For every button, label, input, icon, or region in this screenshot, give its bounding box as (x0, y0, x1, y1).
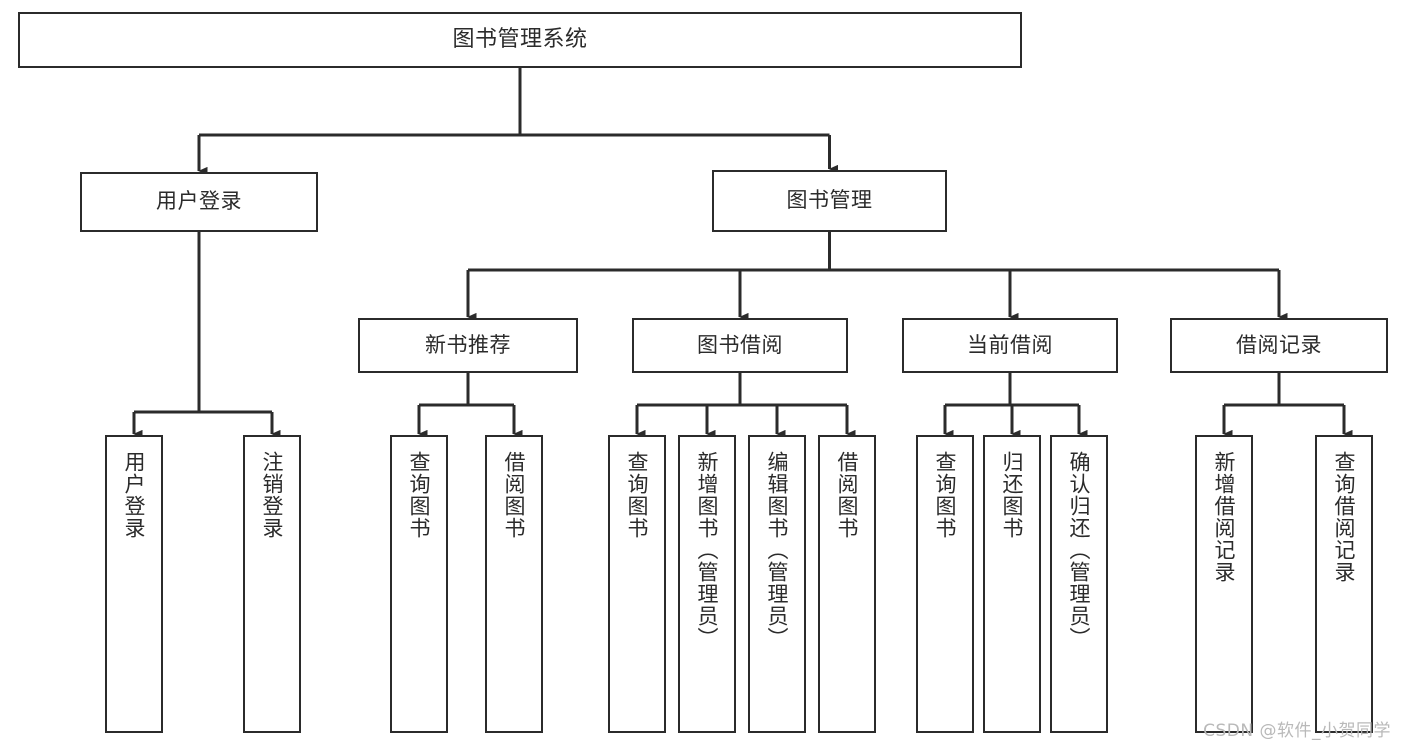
node-label-leaf-book-edit: 编辑图书（管理员） (765, 451, 790, 649)
node-leaf-rec-query2[interactable]: 查询借阅记录 (1315, 435, 1373, 733)
node-label-new-book-rec: 新书推荐 (425, 332, 511, 357)
node-leaf-cur-return[interactable]: 归还图书 (983, 435, 1041, 733)
node-leaf-cur-query[interactable]: 查询图书 (916, 435, 974, 733)
node-label-leaf-rec-borrow: 借阅图书 (502, 451, 527, 539)
node-borrow-record[interactable]: 借阅记录 (1170, 318, 1388, 373)
node-label-leaf-rec-query: 查询图书 (407, 451, 432, 539)
node-label-leaf-rec-query2: 查询借阅记录 (1332, 451, 1357, 583)
node-leaf-book-edit[interactable]: 编辑图书（管理员） (748, 435, 806, 733)
node-book-manage[interactable]: 图书管理 (712, 170, 947, 232)
node-leaf-rec-query[interactable]: 查询图书 (390, 435, 448, 733)
node-root[interactable]: 图书管理系统 (18, 12, 1022, 68)
node-label-borrow-record: 借阅记录 (1236, 332, 1322, 357)
node-user-login[interactable]: 用户登录 (80, 172, 318, 232)
node-leaf-user-logout[interactable]: 注销登录 (243, 435, 301, 733)
node-leaf-borrow-query[interactable]: 查询图书 (608, 435, 666, 733)
node-current-borrow[interactable]: 当前借阅 (902, 318, 1118, 373)
node-leaf-user-login[interactable]: 用户登录 (105, 435, 163, 733)
node-label-current-borrow: 当前借阅 (967, 332, 1053, 357)
node-label-book-borrow: 图书借阅 (697, 332, 783, 357)
node-label-root: 图书管理系统 (452, 26, 588, 52)
node-label-book-manage: 图书管理 (786, 188, 873, 213)
node-label-leaf-user-logout: 注销登录 (260, 451, 285, 539)
node-book-borrow[interactable]: 图书借阅 (632, 318, 848, 373)
node-new-book-rec[interactable]: 新书推荐 (358, 318, 578, 373)
node-label-leaf-borrow-query: 查询图书 (625, 451, 650, 539)
node-leaf-book-add[interactable]: 新增图书（管理员） (678, 435, 736, 733)
node-label-leaf-rec-add: 新增借阅记录 (1212, 451, 1237, 583)
node-label-leaf-user-login: 用户登录 (122, 451, 147, 539)
node-label-leaf-book-add: 新增图书（管理员） (695, 451, 720, 649)
node-leaf-rec-borrow[interactable]: 借阅图书 (485, 435, 543, 733)
node-leaf-cur-confirm[interactable]: 确认归还（管理员） (1050, 435, 1108, 733)
node-leaf-book-borrow[interactable]: 借阅图书 (818, 435, 876, 733)
node-label-user-login: 用户登录 (156, 189, 242, 214)
node-leaf-rec-add[interactable]: 新增借阅记录 (1195, 435, 1253, 733)
node-label-leaf-cur-query: 查询图书 (933, 451, 958, 539)
node-label-leaf-cur-confirm: 确认归还（管理员） (1067, 451, 1092, 649)
node-label-leaf-cur-return: 归还图书 (1000, 451, 1025, 539)
node-label-leaf-book-borrow: 借阅图书 (835, 451, 860, 539)
